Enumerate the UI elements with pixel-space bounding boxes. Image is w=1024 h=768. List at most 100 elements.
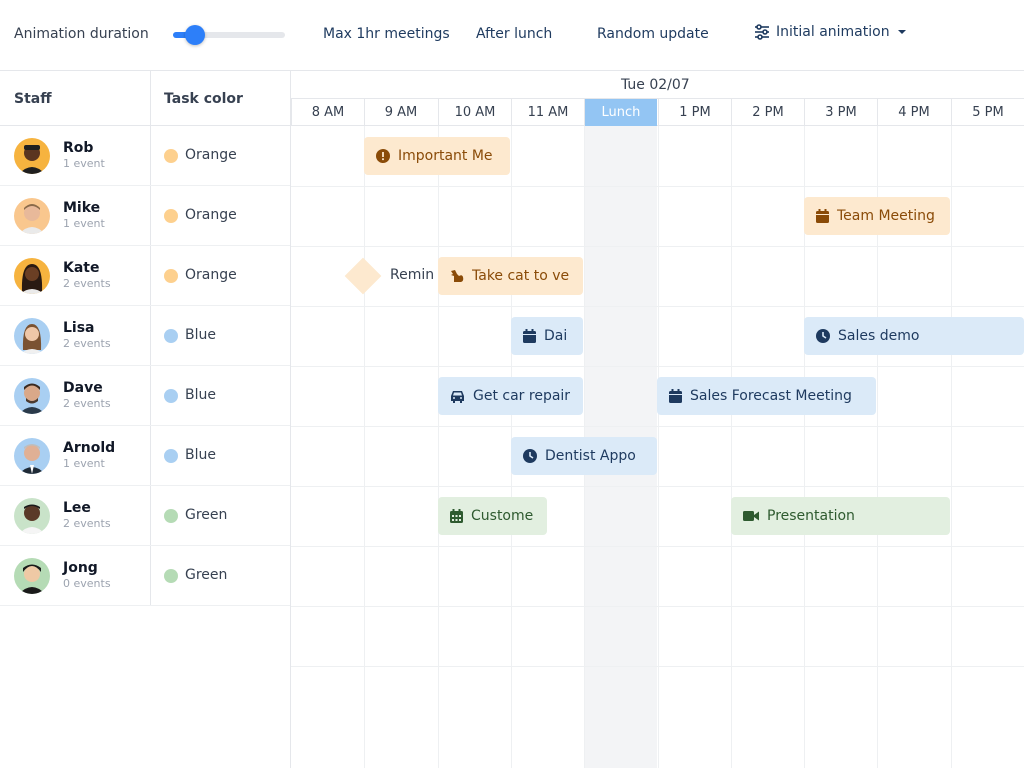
staff-event-count: 2 events bbox=[63, 397, 111, 410]
task-color-label: Orange bbox=[185, 147, 237, 163]
grid-column-line bbox=[951, 126, 952, 768]
grid-column-line bbox=[731, 126, 732, 768]
staff-name: Lisa bbox=[63, 320, 95, 336]
event-presentation[interactable]: Presentation bbox=[731, 497, 950, 535]
toolbar: Animation duration Max 1hr meetings Afte… bbox=[0, 0, 1024, 70]
timeline-date: Tue 02/07 bbox=[621, 77, 690, 93]
hour-header-7: 3 PM bbox=[804, 99, 877, 126]
staff-row-dave[interactable]: Dave 2 events Blue bbox=[0, 366, 290, 426]
initial-animation-label: Initial animation bbox=[776, 24, 890, 40]
color-dot bbox=[164, 149, 178, 163]
staff-event-count: 2 events bbox=[63, 277, 111, 290]
staff-row-mike[interactable]: Mike 1 event Orange bbox=[0, 186, 290, 246]
hour-header-8: 4 PM bbox=[877, 99, 950, 126]
staff-event-count: 2 events bbox=[63, 337, 111, 350]
staff-event-count: 2 events bbox=[63, 517, 111, 530]
event-label: Dai bbox=[544, 328, 568, 344]
event-sales-demo[interactable]: Sales demo bbox=[804, 317, 1024, 355]
hour-header-9: 5 PM bbox=[951, 99, 1024, 126]
calendar-grid-icon bbox=[450, 509, 463, 523]
task-color-label: Orange bbox=[185, 207, 237, 223]
staff-name: Lee bbox=[63, 500, 91, 516]
task-color-label: Blue bbox=[185, 327, 216, 343]
staff-name: Arnold bbox=[63, 440, 116, 456]
task-color-label: Blue bbox=[185, 387, 216, 403]
event-label: Take cat to ve bbox=[472, 268, 570, 284]
staff-name: Rob bbox=[63, 140, 94, 156]
grid-row-line bbox=[291, 186, 1024, 187]
grid-row-line bbox=[291, 426, 1024, 427]
calendar-icon bbox=[816, 209, 829, 223]
staff-name: Kate bbox=[63, 260, 100, 276]
event-important-meeting[interactable]: Important Me bbox=[364, 137, 510, 175]
milestone-diamond-icon[interactable] bbox=[344, 257, 382, 295]
color-dot bbox=[164, 449, 178, 463]
task-color-label: Orange bbox=[185, 267, 237, 283]
grid-column-line bbox=[364, 126, 365, 768]
grid-column-line bbox=[877, 126, 878, 768]
after-lunch-button[interactable]: After lunch bbox=[476, 26, 553, 42]
timeline-date-header: Tue 02/07 bbox=[291, 70, 1024, 98]
avatar bbox=[14, 498, 50, 534]
color-dot bbox=[164, 209, 178, 223]
event-customer[interactable]: Custome bbox=[438, 497, 547, 535]
staff-name: Jong bbox=[63, 560, 98, 576]
staff-grid: Staff Task color Rob 1 event Orange Mike… bbox=[0, 70, 291, 768]
event-dentist-appointment[interactable]: Dentist Appo bbox=[511, 437, 657, 475]
chevron-down-icon bbox=[896, 26, 908, 38]
video-icon bbox=[743, 510, 759, 522]
staff-row-kate[interactable]: Kate 2 events Orange bbox=[0, 246, 290, 306]
hour-header-1: 9 AM bbox=[364, 99, 437, 126]
event-label: Get car repair bbox=[473, 388, 571, 404]
staff-event-count: 0 events bbox=[63, 577, 111, 590]
color-dot bbox=[164, 389, 178, 403]
event-daily[interactable]: Dai bbox=[511, 317, 583, 355]
animation-duration-slider[interactable] bbox=[173, 25, 285, 45]
staff-column-header[interactable]: Staff bbox=[14, 91, 52, 107]
grid-row-line bbox=[291, 546, 1024, 547]
max-1hr-meetings-button[interactable]: Max 1hr meetings bbox=[323, 26, 450, 42]
animation-duration-label: Animation duration bbox=[14, 26, 149, 42]
event-sales-forecast-meeting[interactable]: Sales Forecast Meeting bbox=[657, 377, 876, 415]
task-color-column-header[interactable]: Task color bbox=[164, 91, 243, 107]
calendar-icon bbox=[523, 329, 536, 343]
staff-row-lisa[interactable]: Lisa 2 events Blue bbox=[0, 306, 290, 366]
grid-row-line bbox=[291, 606, 1024, 607]
staff-row-rob[interactable]: Rob 1 event Orange bbox=[0, 126, 290, 186]
event-label: Team Meeting bbox=[837, 208, 935, 224]
initial-animation-menu[interactable]: Initial animation bbox=[754, 24, 908, 40]
alert-circle-icon bbox=[376, 149, 390, 163]
avatar bbox=[14, 318, 50, 354]
grid-row-line bbox=[291, 246, 1024, 247]
staff-grid-header: Staff Task color bbox=[0, 70, 290, 126]
event-label: Sales demo bbox=[838, 328, 920, 344]
car-icon bbox=[450, 390, 465, 403]
grid-column-line bbox=[658, 126, 659, 768]
random-update-button[interactable]: Random update bbox=[597, 26, 709, 42]
sliders-icon bbox=[754, 24, 770, 40]
slider-thumb[interactable] bbox=[185, 25, 206, 45]
staff-name: Dave bbox=[63, 380, 103, 396]
calendar-icon bbox=[669, 389, 682, 403]
color-dot bbox=[164, 509, 178, 523]
event-take-cat-to-vet[interactable]: Take cat to ve bbox=[438, 257, 583, 295]
event-label: Sales Forecast Meeting bbox=[690, 388, 852, 404]
hour-header-6: 2 PM bbox=[731, 99, 804, 126]
staff-row-arnold[interactable]: Arnold 1 event Blue bbox=[0, 426, 290, 486]
staff-row-jong[interactable]: Jong 0 events Green bbox=[0, 546, 290, 606]
hour-header-3: 11 AM bbox=[511, 99, 584, 126]
cat-icon bbox=[450, 269, 464, 283]
avatar bbox=[14, 138, 50, 174]
task-color-label: Green bbox=[185, 507, 228, 523]
clock-icon bbox=[523, 449, 537, 463]
staff-row-lee[interactable]: Lee 2 events Green bbox=[0, 486, 290, 546]
hour-header-5: 1 PM bbox=[658, 99, 731, 126]
event-get-car-repaired[interactable]: Get car repair bbox=[438, 377, 583, 415]
event-label: Presentation bbox=[767, 508, 855, 524]
event-label: Important Me bbox=[398, 148, 493, 164]
event-team-meeting[interactable]: Team Meeting bbox=[804, 197, 950, 235]
grid-column-line bbox=[804, 126, 805, 768]
staff-name: Mike bbox=[63, 200, 101, 216]
